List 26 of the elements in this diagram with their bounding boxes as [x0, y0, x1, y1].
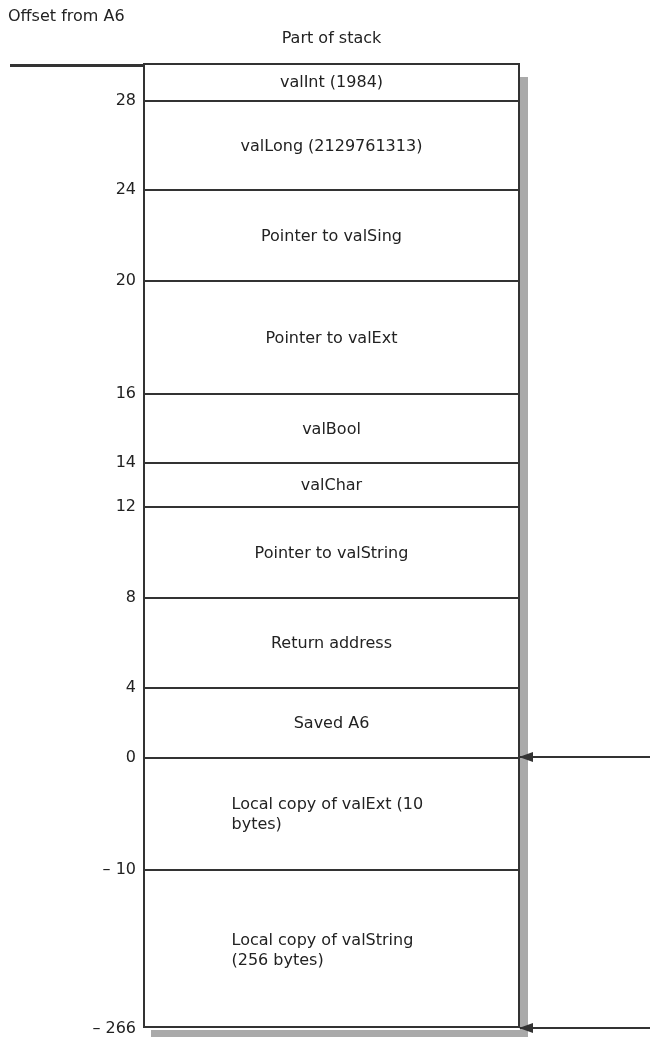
slot-label: Saved A6 — [293, 713, 370, 733]
offset-value: 16 — [114, 383, 136, 403]
slot-label: Return address — [270, 633, 392, 653]
offset-value: 8 — [124, 587, 136, 607]
offset-value: 20 — [114, 270, 136, 290]
slot-label: Local copy of valString (256 bytes) — [231, 929, 415, 970]
slot-label: valLong (2129761313) — [240, 135, 423, 156]
offset-value: 12 — [114, 496, 136, 516]
offset-value: 14 — [114, 452, 136, 472]
slot-label: Pointer to valExt — [265, 327, 398, 348]
offset-value: 4 — [124, 677, 136, 697]
slot-label: valChar — [300, 475, 363, 495]
offset-value: 28 — [114, 90, 136, 110]
column-heading: Part of stack — [280, 28, 383, 47]
arrow — [519, 1023, 651, 1033]
slot-label: valBool — [302, 418, 361, 439]
slot-label: Local copy of valExt (10 bytes) — [231, 794, 425, 834]
column-heading: Offset from A6 — [8, 6, 126, 26]
offset-value: 24 — [114, 179, 136, 199]
arrow — [519, 752, 651, 762]
slot-label: Pointer to valString — [254, 542, 409, 563]
offset-value: – 10 — [101, 859, 136, 879]
offset-value: 0 — [124, 747, 136, 767]
slot-label: valInt (1984) — [279, 71, 384, 92]
offset-value: – 266 — [91, 1018, 136, 1037]
slot-label: Pointer to valSing — [261, 225, 402, 246]
